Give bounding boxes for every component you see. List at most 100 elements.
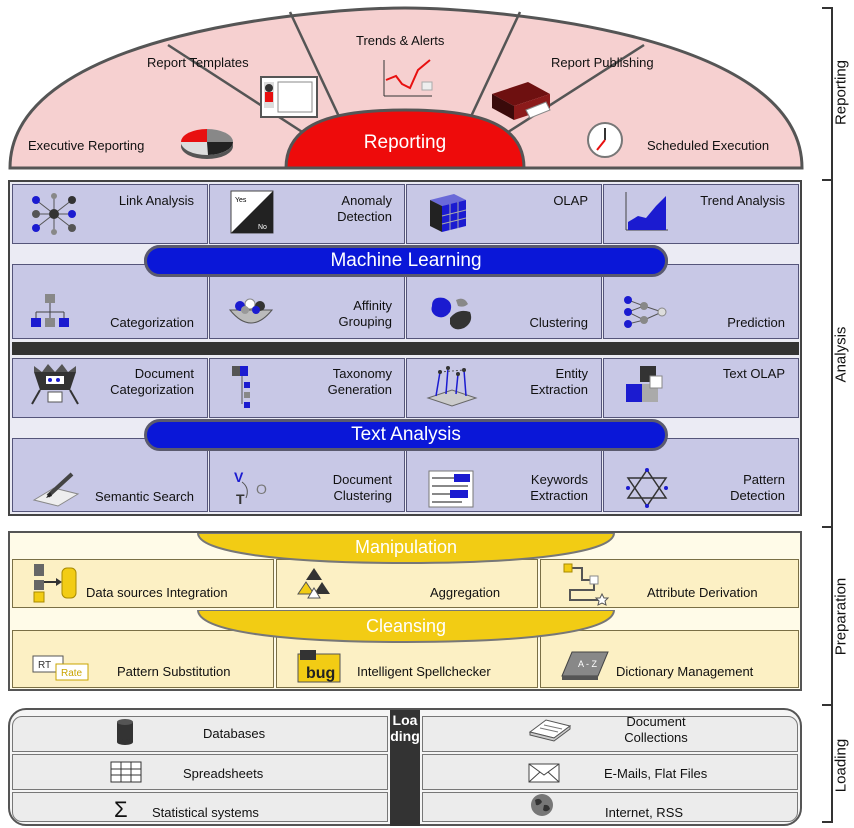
prediction-network-icon <box>624 296 667 328</box>
doc-cluster-icon: V T O <box>234 469 267 507</box>
anomaly-icon: Yes No <box>230 190 274 234</box>
text-analysis-label: Text Analysis <box>351 424 461 445</box>
rt-text: RT <box>38 660 51 671</box>
side-label-analysis: Analysis <box>832 326 850 383</box>
envelope-icon <box>528 763 560 783</box>
dictionary-book-icon: A - Z <box>561 651 609 680</box>
document-sorter-icon <box>31 364 79 405</box>
statistical-systems-cell[interactable] <box>12 792 388 822</box>
side-label-loading: Loading <box>832 738 850 793</box>
svg-text:T: T <box>236 491 245 507</box>
side-bracket <box>822 7 833 823</box>
executive-reporting-label[interactable]: Executive Reporting <box>28 138 145 153</box>
prediction-label: Prediction <box>727 315 785 330</box>
attribute-derivation-label: Attribute Derivation <box>647 585 758 600</box>
cleansing-banner-shape <box>196 610 616 644</box>
link-analysis-label: Link Analysis <box>118 193 194 208</box>
svg-text:O: O <box>256 481 267 497</box>
entity-extraction-icon <box>426 366 478 407</box>
rate-text: Rate <box>61 668 83 679</box>
text-olap-label: Text OLAP <box>722 366 785 381</box>
document-clustering-label: Document Clustering <box>332 472 392 503</box>
databases-label: Databases <box>203 726 266 741</box>
trend-area-icon <box>625 192 668 231</box>
semantic-search-label: Semantic Search <box>95 489 194 504</box>
side-label-reporting: Reporting <box>832 59 850 126</box>
statistical-systems-label: Statistical systems <box>152 805 259 820</box>
az-text: A - Z <box>578 659 598 669</box>
trend-analysis-cell[interactable] <box>603 184 799 244</box>
olap-label: OLAP <box>553 193 588 208</box>
report-templates-label[interactable]: Report Templates <box>147 55 249 70</box>
loading-vertical-label: Loading <box>390 712 420 744</box>
manipulation-label[interactable]: Manipulation <box>354 537 458 557</box>
affinity-grouping-label: Affinity Grouping <box>338 298 392 329</box>
databases-cell[interactable] <box>12 716 388 752</box>
text-analysis-banner[interactable]: Text Analysis <box>144 419 668 451</box>
attribute-derivation-icon <box>563 563 610 606</box>
analysis-divider <box>12 342 799 355</box>
keywords-extraction-label: Keywords Extraction <box>530 472 588 503</box>
cleansing-label[interactable]: Cleansing <box>365 616 447 636</box>
clock-icon <box>587 122 623 158</box>
printer-icon <box>492 82 551 120</box>
spreadsheets-cell[interactable] <box>12 754 388 790</box>
emails-flat-files-label: E-Mails, Flat Files <box>604 766 708 781</box>
cluster-icon <box>431 297 472 330</box>
document-categorization-label: Document Categorization <box>110 366 194 397</box>
scheduled-execution-label[interactable]: Scheduled Execution <box>647 138 770 153</box>
svg-text:V: V <box>234 469 244 485</box>
document-collections-cell[interactable] <box>422 716 798 752</box>
text-olap-cube-icon <box>626 366 663 402</box>
aggregation-triangles-icon <box>297 568 330 599</box>
categorization-label: Categorization <box>110 315 194 330</box>
pen-paper-icon <box>32 472 80 507</box>
loading-vertical-bar[interactable] <box>390 710 420 826</box>
anomaly-yes-text: Yes <box>235 197 247 204</box>
hierarchy-icon <box>31 294 69 327</box>
database-cylinder-icon <box>117 719 133 745</box>
internet-rss-label: Internet, RSS <box>605 805 684 820</box>
internet-rss-cell[interactable] <box>422 792 798 822</box>
trend-chart-icon <box>383 59 433 97</box>
bug-text: bug <box>306 665 335 682</box>
sigma-icon: Σ <box>114 797 128 822</box>
pattern-star-icon <box>626 468 668 508</box>
globe-icon <box>531 794 553 816</box>
document-stack-icon <box>528 719 572 742</box>
link-analysis-cell[interactable] <box>12 184 208 244</box>
anomaly-detection-label: Anomaly Detection <box>337 193 392 224</box>
network-icon <box>32 193 76 235</box>
taxonomy-icon <box>232 366 250 408</box>
aggregation-label: Aggregation <box>430 585 501 600</box>
pattern-substitution-icon: RT Rate <box>32 655 89 681</box>
document-collections-label: Document Collections <box>624 714 688 745</box>
pattern-detection-label: Pattern Detection <box>730 472 785 503</box>
dictionary-management-label: Dictionary Management <box>616 664 754 679</box>
olap-cube-icon <box>430 194 467 232</box>
intelligent-spellchecker-label: Intelligent Spellchecker <box>357 664 491 679</box>
side-label-preparation: Preparation <box>832 577 850 656</box>
spreadsheet-grid-icon <box>110 761 142 783</box>
entity-extraction-cell[interactable] <box>406 358 602 418</box>
data-sources-integration-cell[interactable] <box>12 559 274 608</box>
taxonomy-generation-label: Taxonomy Generation <box>327 366 392 397</box>
data-sources-integration-label: Data sources Integration <box>86 585 228 600</box>
trends-alerts-label[interactable]: Trends & Alerts <box>356 33 445 48</box>
data-integration-icon <box>33 564 77 603</box>
clustering-label: Clustering <box>529 315 588 330</box>
bowl-icon <box>228 298 274 324</box>
report-publishing-label[interactable]: Report Publishing <box>551 55 654 70</box>
report-template-icon <box>260 76 318 118</box>
entity-extraction-label: Entity Extraction <box>530 366 588 397</box>
bug-icon: bug <box>297 650 341 683</box>
pattern-substitution-label: Pattern Substitution <box>117 664 231 679</box>
manipulation-banner-shape <box>196 533 616 565</box>
reporting-center-label[interactable]: Reporting <box>363 132 447 153</box>
machine-learning-banner-overlay: Machine Learning <box>144 245 668 277</box>
machine-learning-overlay-label: Machine Learning <box>330 250 482 271</box>
pie-chart-icon <box>181 129 233 159</box>
anomaly-no-text: No <box>258 224 267 231</box>
keywords-doc-icon <box>428 470 474 508</box>
emails-flat-files-cell[interactable] <box>422 754 798 790</box>
